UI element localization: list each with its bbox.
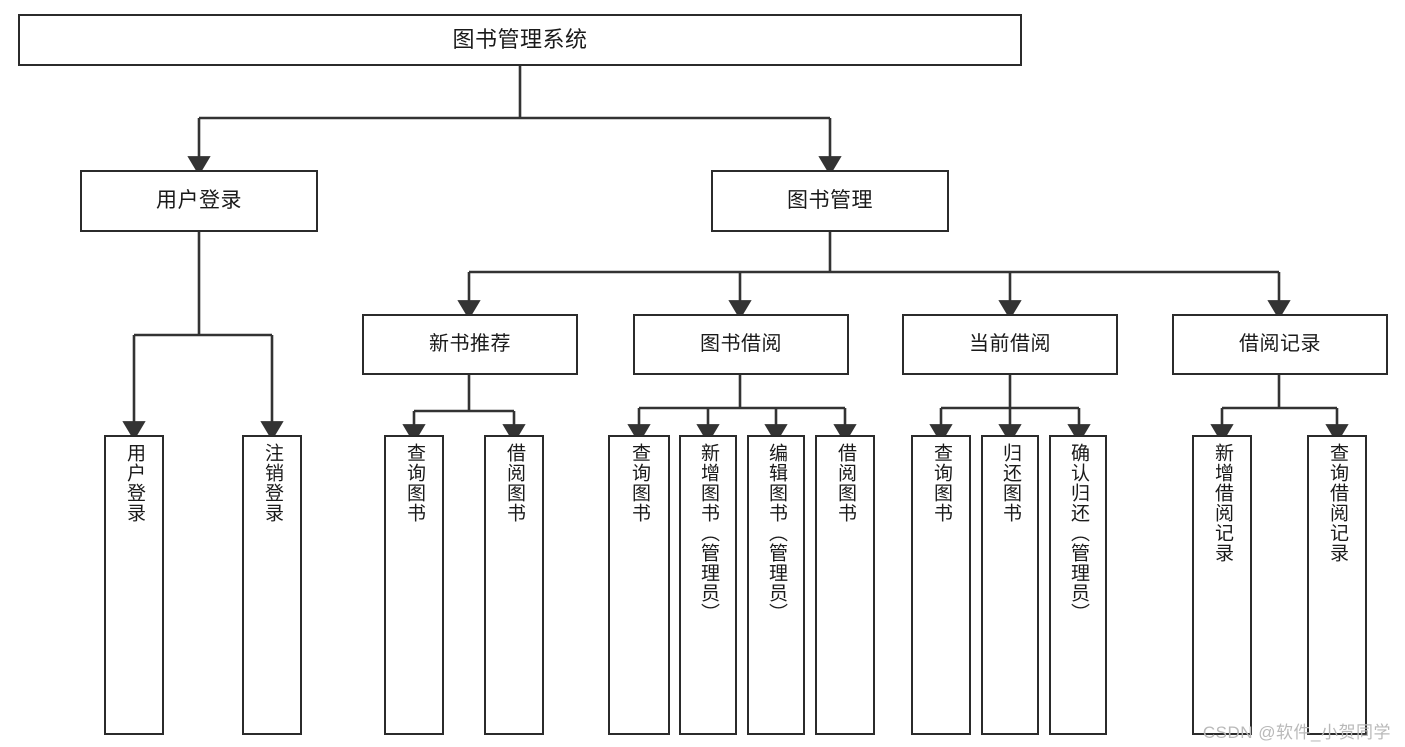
node-label: 图书借阅 [700,332,782,355]
leaf-user-login-logout[interactable]: 注销登录 [242,435,302,735]
node-book-borrow[interactable]: 图书借阅 [633,314,849,375]
node-label: 新增借阅记录 [1211,443,1233,563]
node-label: 查询图书 [930,443,952,523]
node-new-book-recommend[interactable]: 新书推荐 [362,314,578,375]
node-label: 编辑图书（管理员） [765,443,787,623]
node-label: 借阅图书 [834,443,856,523]
node-book-management[interactable]: 图书管理 [711,170,949,232]
leaf-current-return-book[interactable]: 归还图书 [981,435,1039,735]
leaf-recommend-borrow-book[interactable]: 借阅图书 [484,435,544,735]
node-label: 查询图书 [628,443,650,523]
leaf-user-login-login[interactable]: 用户登录 [104,435,164,735]
node-current-borrow[interactable]: 当前借阅 [902,314,1118,375]
node-label: 归还图书 [999,443,1021,523]
leaf-borrow-add-book-admin[interactable]: 新增图书（管理员） [679,435,737,735]
node-user-login[interactable]: 用户登录 [80,170,318,232]
node-root-system[interactable]: 图书管理系统 [18,14,1022,66]
node-label: 查询图书 [403,443,425,523]
leaf-borrow-borrow-book[interactable]: 借阅图书 [815,435,875,735]
watermark-text: CSDN @软件_小贺同学 [1202,723,1391,742]
node-label: 借阅图书 [503,443,525,523]
node-label: 图书管理系统 [452,27,588,53]
node-label: 新书推荐 [429,332,511,355]
node-label: 用户登录 [123,443,145,523]
node-label: 用户登录 [156,188,242,212]
node-label: 借阅记录 [1239,332,1321,355]
leaf-record-add-record[interactable]: 新增借阅记录 [1192,435,1252,735]
leaf-record-query-record[interactable]: 查询借阅记录 [1307,435,1367,735]
node-label: 注销登录 [261,443,283,523]
node-label: 图书管理 [787,188,873,212]
node-borrow-record[interactable]: 借阅记录 [1172,314,1388,375]
node-label: 确认归还（管理员） [1067,443,1089,623]
leaf-borrow-edit-book-admin[interactable]: 编辑图书（管理员） [747,435,805,735]
leaf-current-confirm-return-admin[interactable]: 确认归还（管理员） [1049,435,1107,735]
node-label: 查询借阅记录 [1326,443,1348,563]
leaf-current-query-book[interactable]: 查询图书 [911,435,971,735]
node-label: 新增图书（管理员） [697,443,719,623]
node-label: 当前借阅 [969,332,1051,355]
leaf-borrow-query-book[interactable]: 查询图书 [608,435,670,735]
leaf-recommend-query-book[interactable]: 查询图书 [384,435,444,735]
